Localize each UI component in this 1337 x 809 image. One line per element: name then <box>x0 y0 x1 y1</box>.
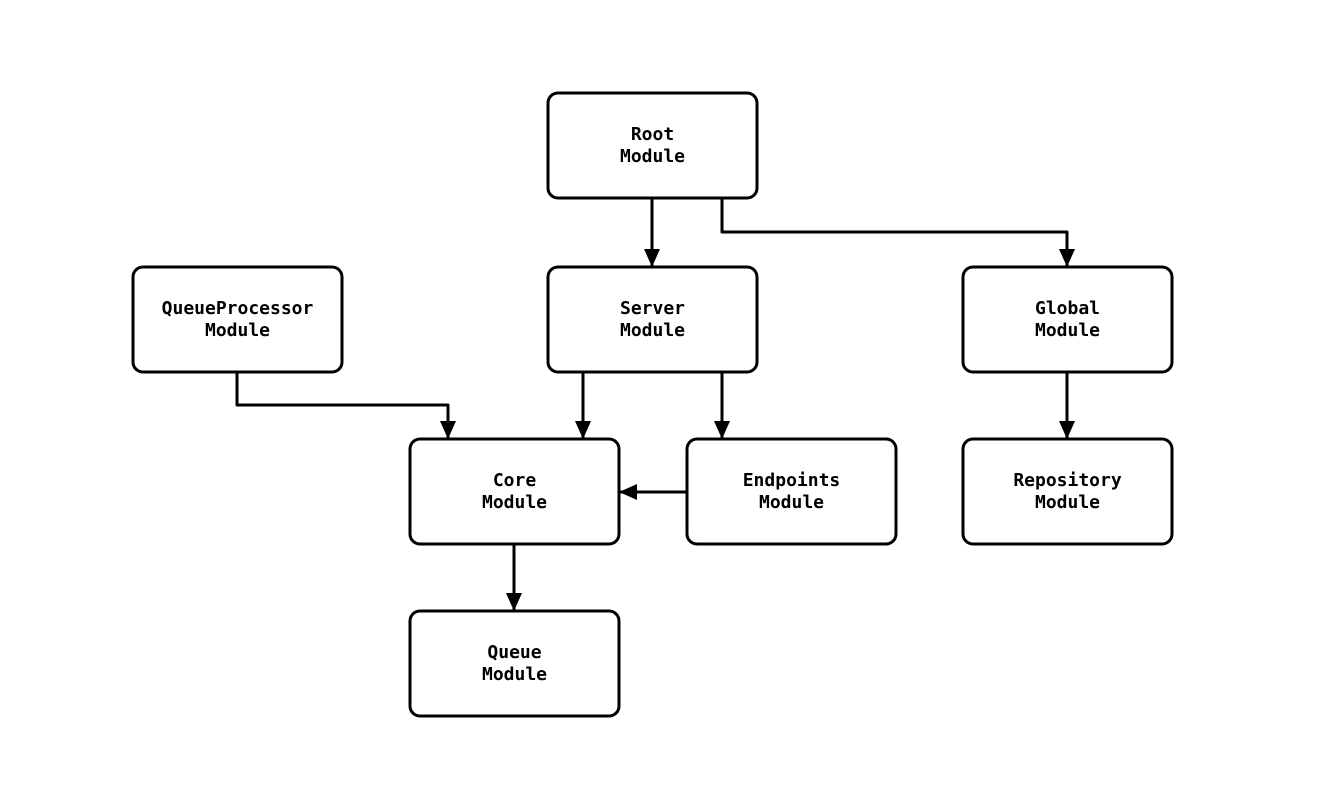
node-label-queue-module-line-2: Module <box>482 664 547 685</box>
node-label-core-module-line-2: Module <box>482 492 547 513</box>
edge-queueprocessor-module-to-core-module <box>235 372 456 439</box>
edge-root-module-to-global-module <box>720 198 1075 267</box>
node-label-queueprocessor-module-line-1: QueueProcessor <box>162 298 314 319</box>
node-box-global-module <box>961 265 1174 374</box>
node-box-server-module <box>546 265 759 374</box>
node-label-global-module-line-1: Global <box>1035 298 1100 319</box>
node-box-queue-module <box>408 609 621 718</box>
node-label-core-module-line-1: Core <box>493 470 537 491</box>
node-box-queueprocessor-module <box>131 265 344 374</box>
node-box-core-module <box>408 437 621 546</box>
node-box-root-module <box>546 91 759 200</box>
node-label-endpoints-module-line-1: Endpoints <box>743 470 841 491</box>
node-label-queueprocessor-module-line-2: Module <box>205 320 270 341</box>
node-label-queue-module-line-1: Queue <box>487 642 541 663</box>
node-label-root-module-line-2: Module <box>620 146 685 167</box>
node-label-endpoints-module-line-2: Module <box>759 492 824 513</box>
node-label-repository-module-line-1: Repository <box>1013 470 1122 491</box>
node-label-repository-module-line-2: Module <box>1035 492 1100 513</box>
node-box-repository-module <box>961 437 1174 546</box>
node-label-server-module-line-1: Server <box>620 298 685 319</box>
node-box-endpoints-module <box>685 437 898 546</box>
node-label-global-module-line-2: Module <box>1035 320 1100 341</box>
node-label-server-module-line-2: Module <box>620 320 685 341</box>
node-label-root-module-line-1: Root <box>631 124 674 145</box>
